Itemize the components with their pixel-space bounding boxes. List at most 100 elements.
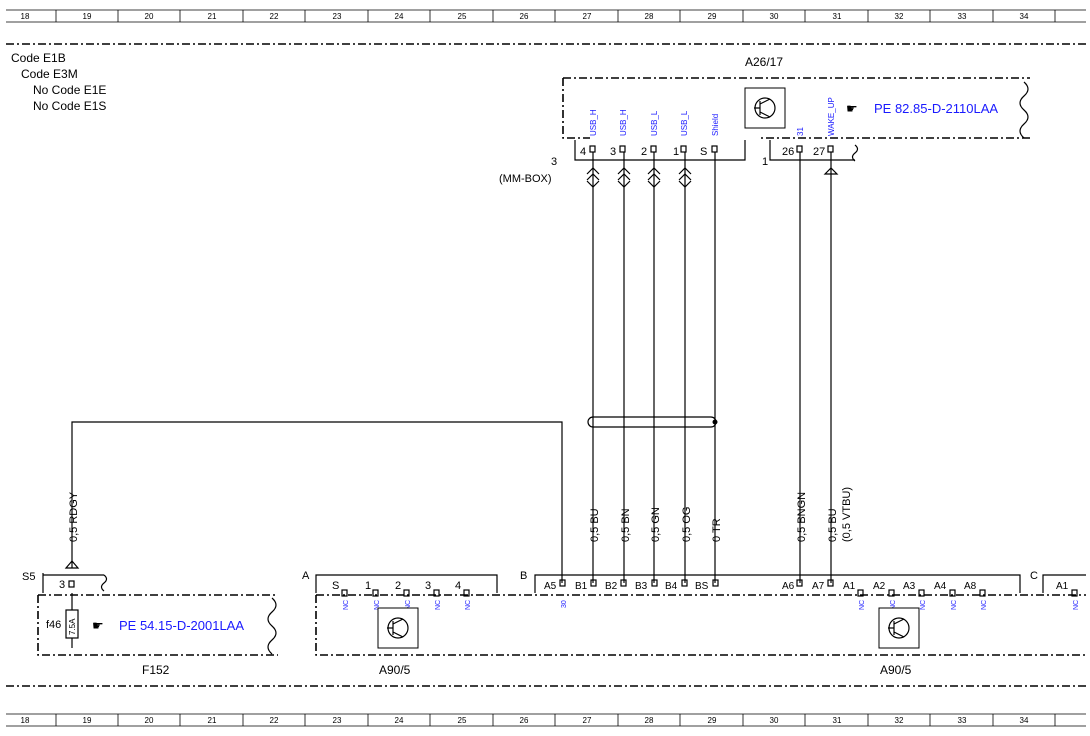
grid-col-label: 19 xyxy=(83,716,92,725)
pin-number: 3 xyxy=(425,580,431,592)
nc-label: NC xyxy=(343,600,350,610)
pin-terminal xyxy=(403,589,410,597)
code-line: No Code E1S xyxy=(33,99,106,113)
component-name-a90-5: A90/5 xyxy=(379,663,411,677)
pin-terminal xyxy=(590,579,597,587)
connector-b-strip xyxy=(534,574,1021,593)
hand-pointer-icon[interactable]: ☛ xyxy=(92,618,104,633)
wire-label: 0,5 BNGN xyxy=(796,492,808,542)
pin-30-label: 30 xyxy=(561,600,568,608)
grid-col-label: 20 xyxy=(145,12,154,21)
transistor-lines xyxy=(888,618,905,638)
pin-signal-label: Shield xyxy=(711,114,720,136)
pin-number: S xyxy=(332,580,339,592)
grid-col-label: 29 xyxy=(708,12,717,21)
pin-terminal xyxy=(463,589,470,597)
pin-number: 4 xyxy=(580,146,586,158)
nc-label: NC xyxy=(890,600,897,610)
pin-terminal xyxy=(681,579,688,587)
grid-col-label: 24 xyxy=(395,12,404,21)
pin-terminal xyxy=(651,579,658,587)
grid-col-label: 34 xyxy=(1020,12,1029,21)
pin-terminal xyxy=(827,579,834,587)
pin-number: BS xyxy=(695,581,709,592)
pin-number: A1 xyxy=(843,581,856,592)
code-line: Code E1B xyxy=(11,51,66,65)
wire-label: (0,5 VTBU) xyxy=(841,487,853,542)
pin-terminal xyxy=(68,580,75,588)
grid-col-label: 18 xyxy=(21,716,30,725)
wire-labels: 0,5 RDGY 0,5 BU 0,5 BN 0,5 GN 0,5 OG 0 T… xyxy=(68,487,853,542)
hand-pointer-icon[interactable]: ☛ xyxy=(846,101,858,116)
connector-right-wave xyxy=(851,144,859,162)
nc-label: NC xyxy=(405,600,412,610)
grid-col-label: 23 xyxy=(333,716,342,725)
connector-label-b: B xyxy=(520,570,527,582)
s5-arrow xyxy=(64,560,80,569)
pin-terminal xyxy=(650,145,657,153)
pin-terminal xyxy=(680,145,687,153)
wire-label: 0,5 RDGY xyxy=(68,491,80,542)
pin-number: B2 xyxy=(605,581,618,592)
pin-terminal xyxy=(888,589,895,597)
connector-desc-left: (MM-BOX) xyxy=(499,173,552,185)
wire-label: 0,5 OG xyxy=(681,507,693,542)
transistor-lines xyxy=(754,98,771,118)
grid-col-label: 33 xyxy=(958,12,967,21)
pin-number: 4 xyxy=(455,580,461,592)
nc-label: NC xyxy=(465,600,472,610)
grid-col-label: 28 xyxy=(645,12,654,21)
pin-terminal xyxy=(949,589,956,597)
wire-label: 0,5 BU xyxy=(827,508,839,542)
component-name-a26-17: A26/17 xyxy=(745,55,783,69)
connector-number-right: 1 xyxy=(762,156,768,168)
wire-label: 0,5 BU xyxy=(589,508,601,542)
component-name-f152: F152 xyxy=(142,663,170,677)
code-line: Code E3M xyxy=(21,67,78,81)
fuse-label: f46 xyxy=(46,619,61,631)
component-a26-17: A26/17 ☛ PE 82.85-D-2110LAA 3 (MM-BOX) 1… xyxy=(499,55,1030,185)
nc-label: NC xyxy=(981,600,988,610)
grid-col-label: 21 xyxy=(208,716,217,725)
pin-terminal xyxy=(1071,589,1078,597)
transistor-lines xyxy=(387,618,404,638)
pin-signal-label: USB_L xyxy=(680,110,689,136)
grid-col-label: 24 xyxy=(395,716,404,725)
pin-number: A7 xyxy=(812,581,825,592)
control-unit-symbol xyxy=(878,607,920,649)
grid-col-label: 22 xyxy=(270,716,279,725)
grid-col-label: 20 xyxy=(145,716,154,725)
pin-number: 3 xyxy=(59,579,65,591)
grid-col-label: 33 xyxy=(958,716,967,725)
pin-terminal xyxy=(619,145,626,153)
pin-terminal xyxy=(918,589,925,597)
pin-number: A8 xyxy=(964,581,977,592)
connector-strip-left xyxy=(574,140,746,161)
pin-number: 2 xyxy=(395,580,401,592)
component-f152: S5 3 7.5A f46 ☛ PE 54.15-D-2001LAA F152 xyxy=(22,560,278,677)
pin-signal-label: USB_H xyxy=(619,109,628,136)
pin-terminal xyxy=(433,589,440,597)
pin-terminal xyxy=(827,145,834,153)
pin-signal-label: 31 xyxy=(796,127,805,136)
shield-junction-dot xyxy=(712,419,718,425)
a26-dashed-outline xyxy=(562,77,1030,139)
grid-col-label: 19 xyxy=(83,12,92,21)
wires xyxy=(71,152,832,583)
code-conditions: Code E1B Code E3M No Code E1E No Code E1… xyxy=(11,51,106,113)
pin-terminal xyxy=(796,579,803,587)
reference-link-a26[interactable]: PE 82.85-D-2110LAA xyxy=(874,101,998,116)
pin-number: B3 xyxy=(635,581,648,592)
pin-terminal xyxy=(341,589,348,597)
connector-a-strip xyxy=(315,574,498,593)
pin-terminal xyxy=(796,145,803,153)
reference-link-f152[interactable]: PE 54.15-D-2001LAA xyxy=(119,618,244,633)
grid-col-label: 26 xyxy=(520,716,529,725)
grid-col-label: 23 xyxy=(333,12,342,21)
code-line: No Code E1E xyxy=(33,83,106,97)
grid-col-label: 31 xyxy=(833,12,842,21)
nc-label: NC xyxy=(1073,600,1080,610)
control-unit-symbol xyxy=(744,87,786,129)
grid-col-label: 32 xyxy=(895,716,904,725)
